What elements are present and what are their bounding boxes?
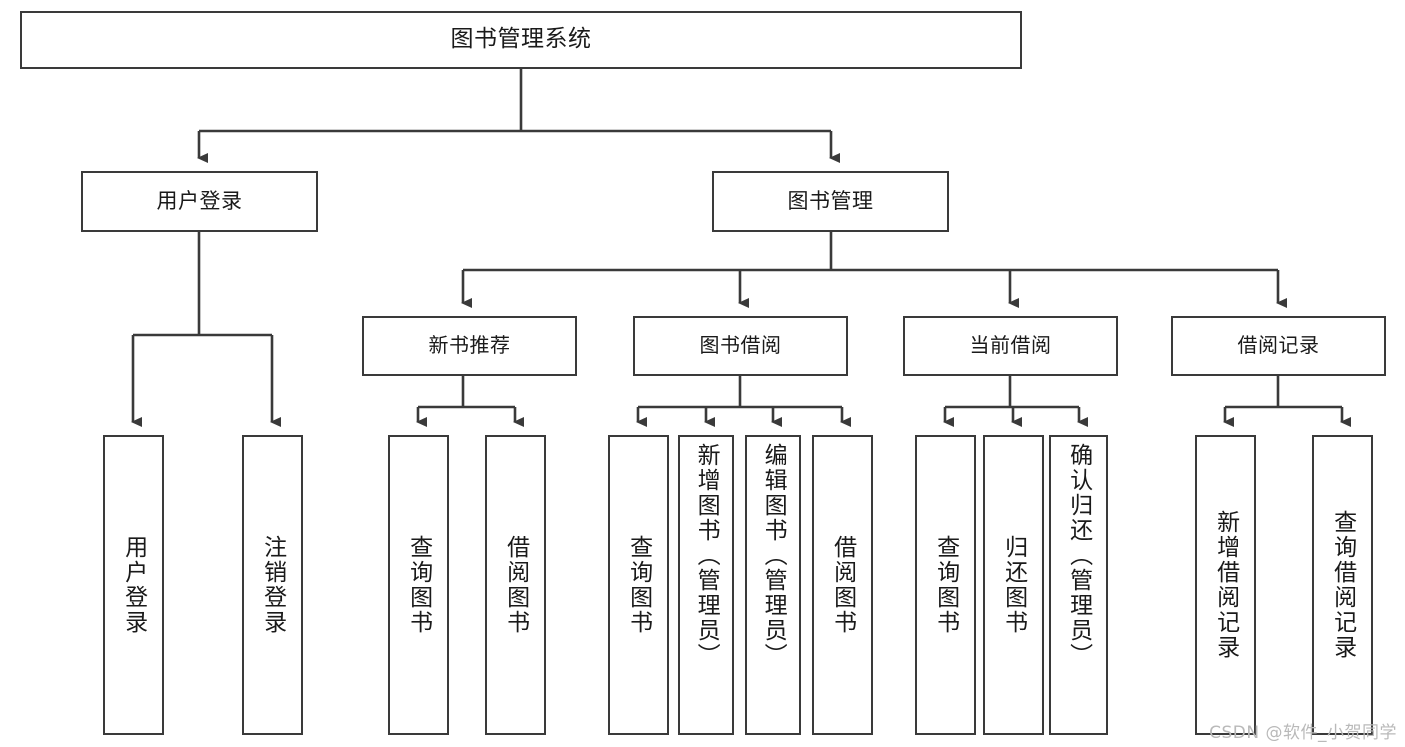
- node-label: 新书推荐: [428, 333, 511, 358]
- node-borrow-record[interactable]: 借阅记录: [1171, 316, 1386, 376]
- node-book-management[interactable]: 图书管理: [712, 171, 949, 232]
- node-label: 新增图书（管理员）: [693, 443, 720, 668]
- node-current-borrow[interactable]: 当前借阅: [903, 316, 1118, 376]
- node-label: 编辑图书（管理员）: [760, 443, 787, 668]
- node-label: 注销登录: [259, 535, 286, 635]
- node-label: 查询图书: [932, 535, 959, 635]
- leaf-add-borrow-record[interactable]: 新增借阅记录: [1195, 435, 1256, 735]
- leaf-confirm-return-admin[interactable]: 确认归还（管理员）: [1049, 435, 1108, 735]
- leaf-query-book-borrow[interactable]: 查询图书: [608, 435, 669, 735]
- leaf-user-logout[interactable]: 注销登录: [242, 435, 303, 735]
- leaf-borrow-book[interactable]: 借阅图书: [812, 435, 873, 735]
- leaf-add-book-admin[interactable]: 新增图书（管理员）: [678, 435, 734, 735]
- node-label: 借阅记录: [1237, 333, 1320, 358]
- node-label: 查询图书: [625, 535, 652, 635]
- node-book-borrow[interactable]: 图书借阅: [633, 316, 848, 376]
- leaf-edit-book-admin[interactable]: 编辑图书（管理员）: [745, 435, 801, 735]
- node-label: 图书管理系统: [450, 26, 592, 53]
- node-label: 借阅图书: [829, 535, 856, 635]
- leaf-user-login[interactable]: 用户登录: [103, 435, 164, 735]
- node-label: 图书管理: [787, 189, 874, 214]
- leaf-return-book[interactable]: 归还图书: [983, 435, 1044, 735]
- leaf-query-book-recommend[interactable]: 查询图书: [388, 435, 449, 735]
- leaf-borrow-book-recommend[interactable]: 借阅图书: [485, 435, 546, 735]
- node-label: 确认归还（管理员）: [1065, 443, 1092, 668]
- node-label: 图书借阅: [699, 333, 782, 358]
- node-new-book-recommend[interactable]: 新书推荐: [362, 316, 577, 376]
- leaf-query-book-current[interactable]: 查询图书: [915, 435, 976, 735]
- watermark: CSDN @软件_小贺同学: [1209, 723, 1397, 743]
- node-label: 查询借阅记录: [1329, 510, 1356, 660]
- leaf-query-borrow-record[interactable]: 查询借阅记录: [1312, 435, 1373, 735]
- node-label: 当前借阅: [969, 333, 1052, 358]
- node-user-login[interactable]: 用户登录: [81, 171, 318, 232]
- node-label: 归还图书: [1000, 535, 1027, 635]
- node-label: 借阅图书: [502, 535, 529, 635]
- node-label: 用户登录: [120, 535, 147, 635]
- node-label: 用户登录: [156, 189, 243, 214]
- node-label: 新增借阅记录: [1212, 510, 1239, 660]
- node-root-book-management-system[interactable]: 图书管理系统: [20, 11, 1022, 69]
- node-label: 查询图书: [405, 535, 432, 635]
